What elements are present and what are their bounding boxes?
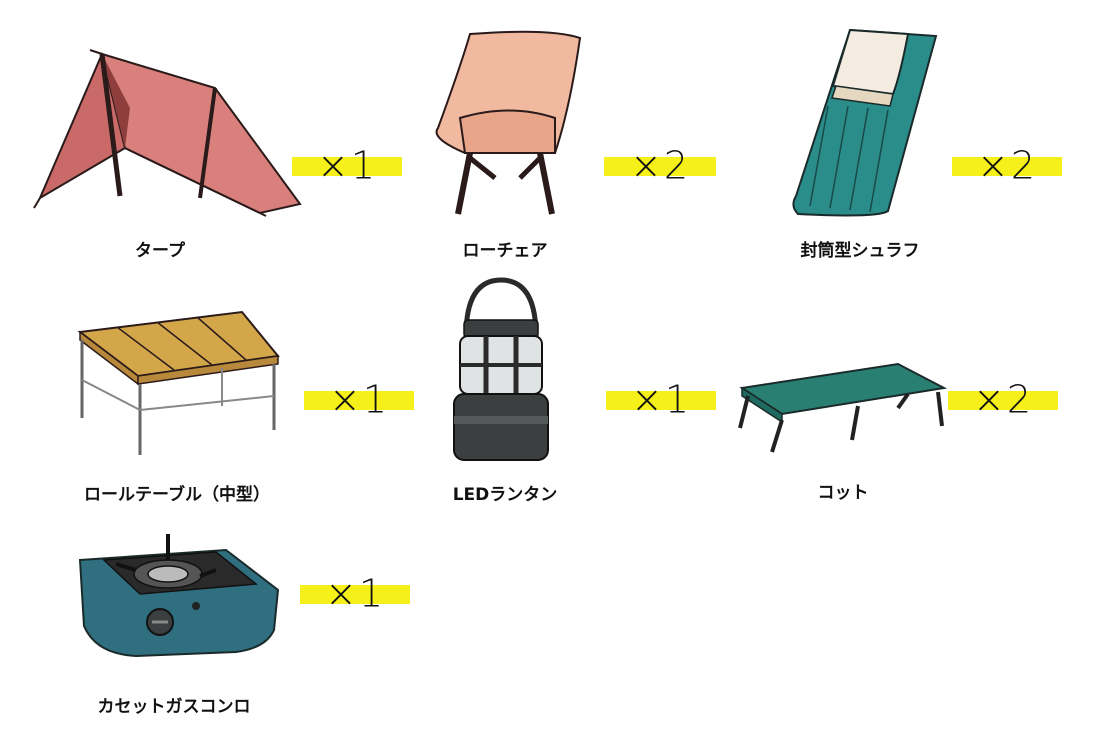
tarp-icon bbox=[33, 49, 302, 217]
gas-stove-icon bbox=[78, 534, 280, 658]
quantity-text: ×2 bbox=[629, 142, 691, 187]
item-label: カセットガスコンロ bbox=[97, 697, 251, 717]
table-icon bbox=[77, 310, 280, 455]
sleeping-bag-icon bbox=[792, 28, 938, 217]
item-label: タープ bbox=[135, 241, 185, 261]
quantity-badge: ×2 bbox=[604, 146, 716, 184]
quantity-badge: ×1 bbox=[300, 574, 410, 612]
quantity-text: ×1 bbox=[328, 376, 390, 421]
item-label: ローチェア bbox=[462, 241, 548, 261]
quantity-badge: ×1 bbox=[304, 380, 414, 418]
quantity-badge: ×1 bbox=[292, 146, 402, 184]
quantity-badge: ×2 bbox=[952, 146, 1062, 184]
quantity-text: ×2 bbox=[972, 376, 1034, 421]
lantern-icon bbox=[453, 277, 549, 461]
item-label: 封筒型シュラフ bbox=[800, 241, 920, 261]
quantity-text: ×2 bbox=[976, 142, 1038, 187]
quantity-text: ×1 bbox=[316, 142, 378, 187]
quantity-badge: ×1 bbox=[606, 380, 716, 418]
quantity-text: ×1 bbox=[630, 376, 692, 421]
item-label: LEDランタン bbox=[452, 485, 558, 505]
chair-icon bbox=[435, 30, 582, 215]
cot-icon bbox=[738, 362, 948, 453]
item-label: コット bbox=[817, 483, 869, 503]
quantity-badge: ×2 bbox=[948, 380, 1058, 418]
quantity-text: ×1 bbox=[324, 570, 386, 615]
item-label: ロールテーブル（中型） bbox=[84, 485, 270, 505]
